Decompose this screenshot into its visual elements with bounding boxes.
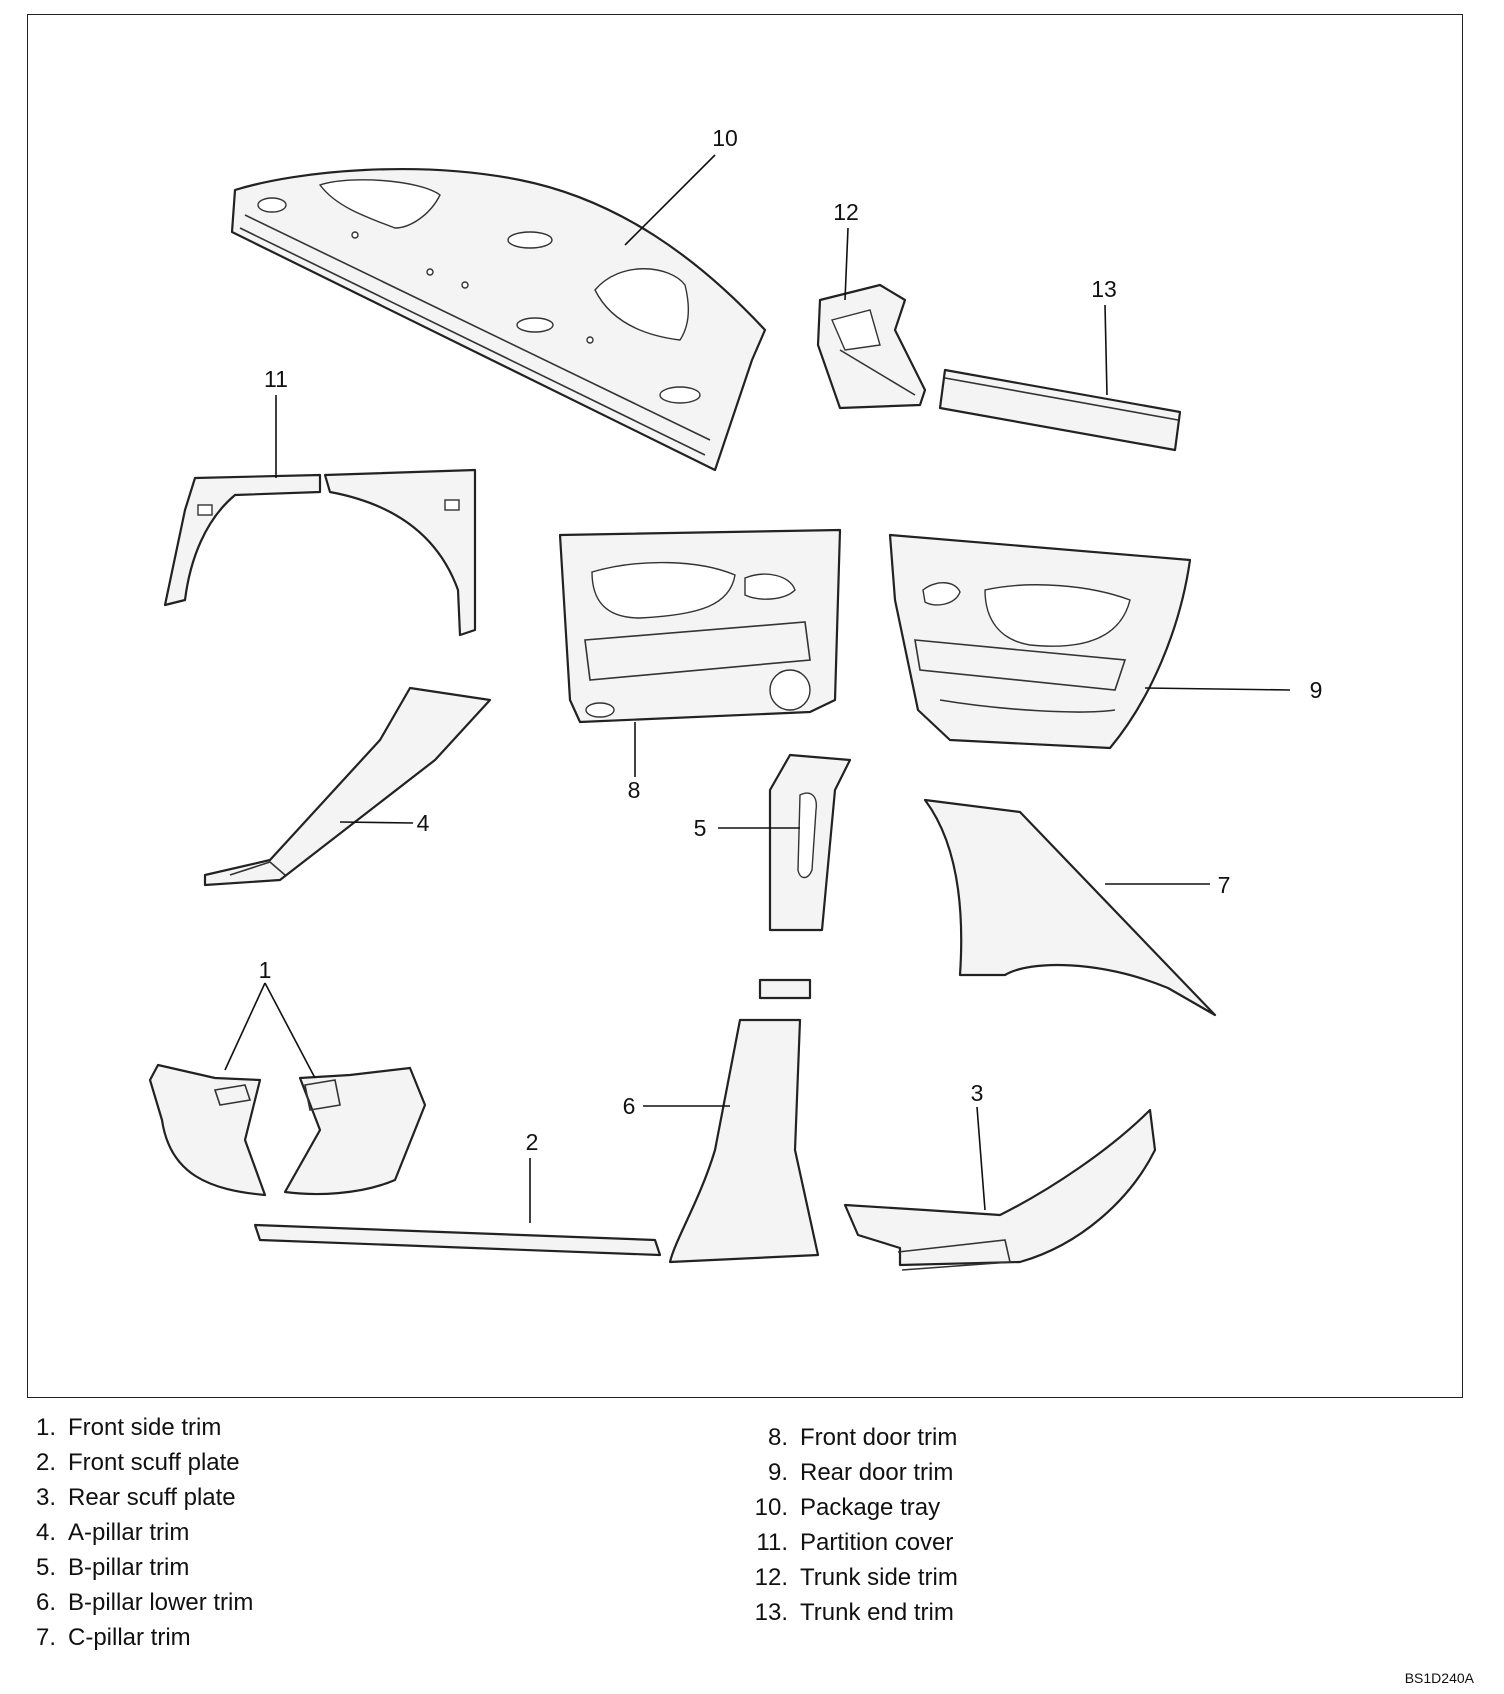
part-rear-door-trim	[888, 533, 1192, 750]
legend-number: 10.	[754, 1494, 788, 1521]
legend-item: 9. Rear door trim	[748, 1455, 958, 1490]
callout-11: 11	[264, 366, 288, 392]
callout-13: 13	[1091, 276, 1117, 302]
legend-item: 6. B-pillar lower trim	[28, 1585, 253, 1620]
callout-4: 4	[417, 810, 430, 836]
legend-number: 2.	[35, 1449, 56, 1476]
legend-item: 10. Package tray	[748, 1490, 958, 1525]
part-package-tray	[230, 168, 767, 472]
legend-label: B-pillar lower trim	[68, 1589, 254, 1616]
legend-number: 12.	[754, 1564, 788, 1591]
legend-left: 1. Front side trim 2. Front scuff plate 3.…	[28, 1410, 253, 1655]
callout-7: 7	[1218, 872, 1231, 898]
legend-right: 8. Front door trim 9. Rear door trim 10. Pa…	[748, 1420, 958, 1630]
part-rear-scuff-plate	[843, 1108, 1157, 1271]
legend-item: 4. A-pillar trim	[28, 1515, 253, 1550]
legend-label: Trunk side trim	[800, 1564, 958, 1591]
callout-5: 5	[694, 815, 707, 841]
leader-lines	[224, 154, 1291, 1223]
legend-number: 4.	[35, 1519, 56, 1546]
legend-number: 11.	[756, 1529, 788, 1556]
legend-label: Partition cover	[800, 1529, 954, 1556]
legend-number: 3.	[35, 1484, 56, 1511]
part-partition-cover	[163, 468, 477, 637]
legend-item: 12. Trunk side trim	[748, 1560, 958, 1595]
legend-item: 2. Front scuff plate	[28, 1445, 253, 1480]
legend-label: Front scuff plate	[68, 1449, 240, 1476]
legend-label: Package tray	[800, 1494, 941, 1521]
legend-label: Front door trim	[800, 1424, 958, 1451]
callout-10: 10	[712, 125, 738, 151]
part-b-pillar-lower-trim	[668, 1018, 820, 1264]
callout-1: 1	[259, 957, 272, 983]
legend-item: 7. C-pillar trim	[28, 1620, 253, 1655]
part-trunk-side-trim	[816, 283, 927, 410]
callout-3: 3	[971, 1080, 984, 1106]
legend-item: 1. Front side trim	[28, 1410, 253, 1445]
part-trunk-end-trim	[938, 368, 1182, 452]
part-c-pillar-trim	[923, 798, 1217, 1017]
legend-label: Rear door trim	[800, 1459, 954, 1486]
figure-code: BS1D240A	[1404, 1670, 1474, 1686]
legend-label: Rear scuff plate	[68, 1484, 236, 1511]
legend-number: 5.	[35, 1554, 56, 1581]
legend-item: 11. Partition cover	[748, 1525, 958, 1560]
part-front-side-trim	[148, 1063, 427, 1197]
exploded-parts-diagram: 10 12 13 11 9 8 4 5 7 1 6 2 3	[148, 125, 1323, 1271]
legend-number: 7.	[35, 1624, 56, 1651]
part-b-pillar-trim	[758, 753, 852, 1000]
legend-item: 8. Front door trim	[748, 1420, 958, 1455]
callout-9: 9	[1310, 677, 1323, 703]
legend-label: A-pillar trim	[68, 1519, 190, 1546]
part-front-door-trim	[558, 528, 842, 724]
legend-label: B-pillar trim	[68, 1554, 190, 1581]
legend-number: 13.	[754, 1599, 788, 1626]
callout-2: 2	[526, 1129, 539, 1155]
legend-item: 13. Trunk end trim	[748, 1595, 958, 1630]
part-a-pillar-trim	[203, 686, 492, 887]
legend-item: 3. Rear scuff plate	[28, 1480, 253, 1515]
callout-12: 12	[833, 199, 859, 225]
legend-number: 8.	[767, 1424, 788, 1451]
callouts: 10 12 13 11 9 8 4 5 7 1 6 2 3	[259, 125, 1323, 1155]
legend-item: 5. B-pillar trim	[28, 1550, 253, 1585]
legend-label: C-pillar trim	[68, 1624, 191, 1651]
part-front-scuff-plate	[253, 1223, 662, 1257]
legend-label: Trunk end trim	[800, 1599, 954, 1626]
diagram-frame	[27, 14, 1463, 1398]
callout-8: 8	[628, 777, 641, 803]
legend-number: 1.	[35, 1414, 56, 1441]
legend-label: Front side trim	[68, 1414, 222, 1441]
legend-number: 9.	[767, 1459, 788, 1486]
legend-number: 6.	[35, 1589, 56, 1616]
callout-6: 6	[623, 1093, 636, 1119]
